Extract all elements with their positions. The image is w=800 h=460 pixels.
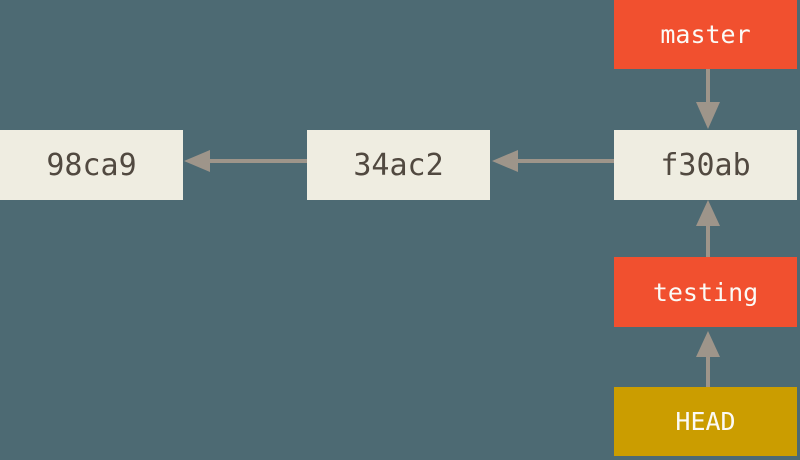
commit-box-98ca9: 98ca9	[0, 130, 183, 200]
branch-name: testing	[652, 277, 759, 307]
branch-label-master: master	[614, 0, 797, 69]
head-name: HEAD	[675, 407, 736, 436]
arrow-34ac2-to-98ca9	[184, 150, 307, 172]
branch-label-testing: testing	[614, 257, 797, 327]
head-label: HEAD	[614, 387, 797, 456]
commit-box-f30ab: f30ab	[614, 130, 797, 200]
arrow-testing-to-f30ab	[696, 200, 720, 257]
commit-id: 34ac2	[353, 147, 444, 183]
commit-id: f30ab	[660, 147, 751, 183]
branch-name: master	[660, 20, 751, 49]
arrow-master-to-f30ab	[696, 69, 720, 129]
commit-id: 98ca9	[46, 147, 137, 183]
commit-box-34ac2: 34ac2	[307, 130, 490, 200]
arrow-f30ab-to-34ac2	[492, 150, 614, 172]
arrow-head-to-testing	[696, 331, 720, 387]
